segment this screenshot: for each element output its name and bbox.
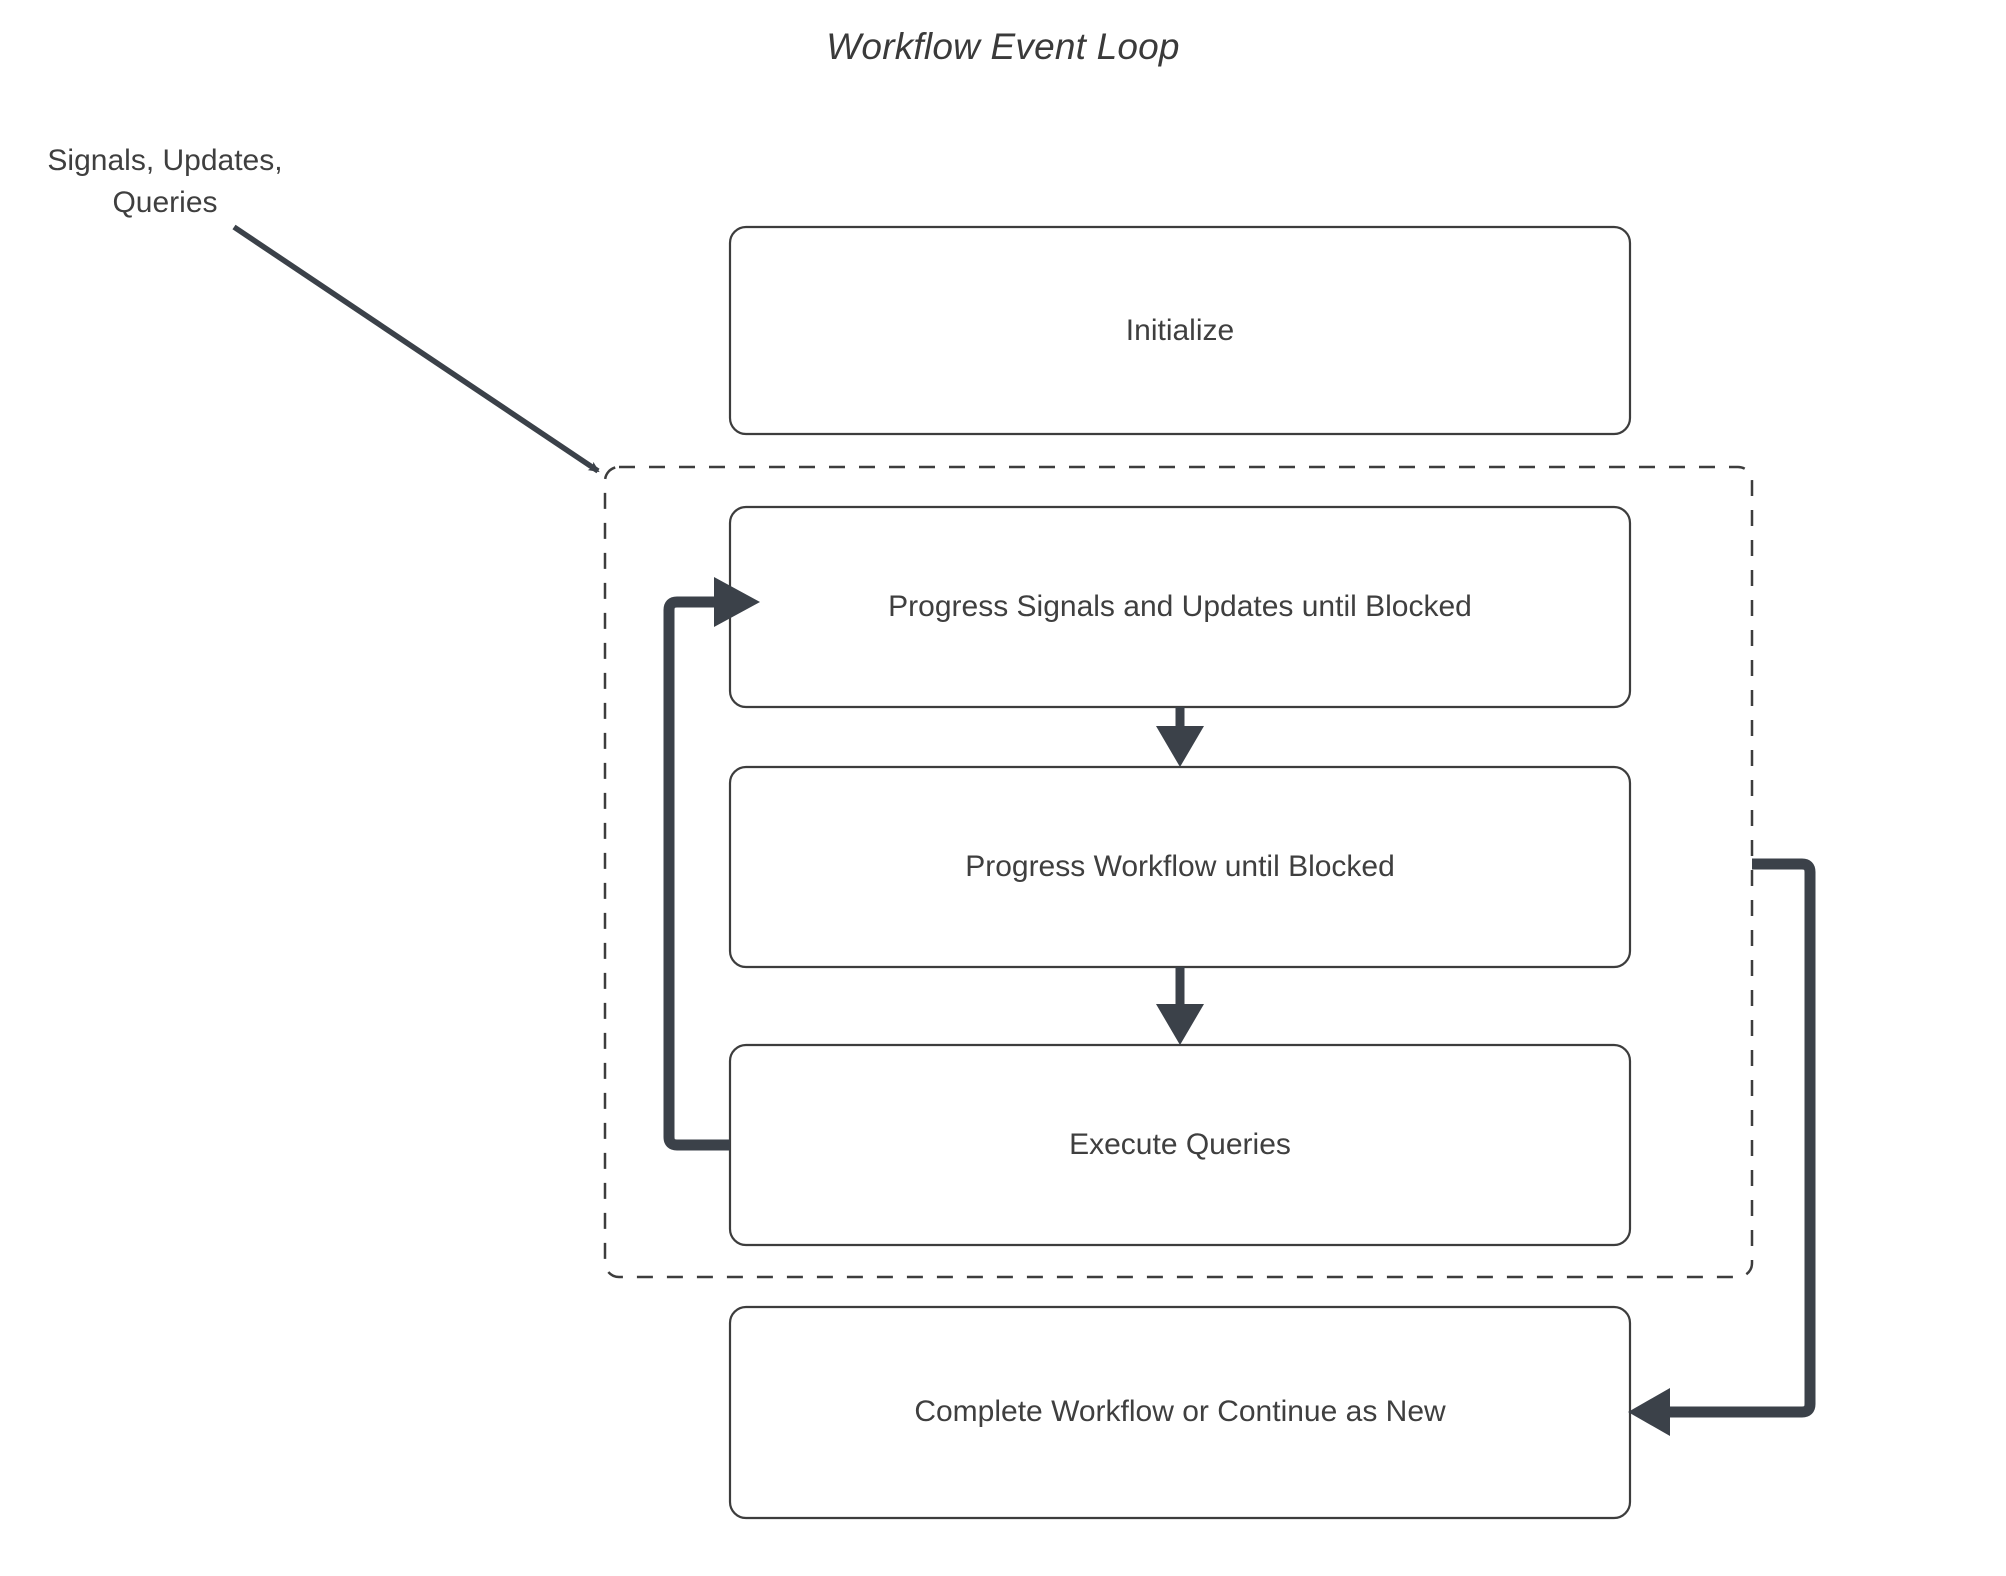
node-label-initialize: Initialize: [1125, 314, 1235, 347]
node-label-execute-queries: Execute Queries: [1069, 1128, 1291, 1161]
external-input-label-line2: Queries: [112, 186, 218, 219]
node-label-complete-workflow: Complete Workflow or Continue as New: [914, 1395, 1446, 1428]
node-label-progress-workflow: Progress Workflow until Blocked: [965, 850, 1395, 883]
event-loop-dashed-container: [603, 465, 1754, 1279]
external-input-label-line1: Signals, Updates,: [47, 144, 283, 177]
edge-signals-to-workflow: [1156, 707, 1204, 767]
edge-queries-loop-back: [663, 577, 760, 1151]
edge-input-to-loop: [232, 224, 600, 474]
edge-loop-to-complete: [1628, 858, 1816, 1436]
node-box-initialize[interactable]: [728, 225, 1632, 436]
node-label-progress-signals-updates: Progress Signals and Updates until Block…: [888, 590, 1472, 623]
external-input-label: Signals, Updates, Queries: [20, 140, 310, 224]
page-title: Workflow Event Loop: [826, 26, 1180, 67]
edge-workflow-to-queries: [1156, 967, 1204, 1045]
